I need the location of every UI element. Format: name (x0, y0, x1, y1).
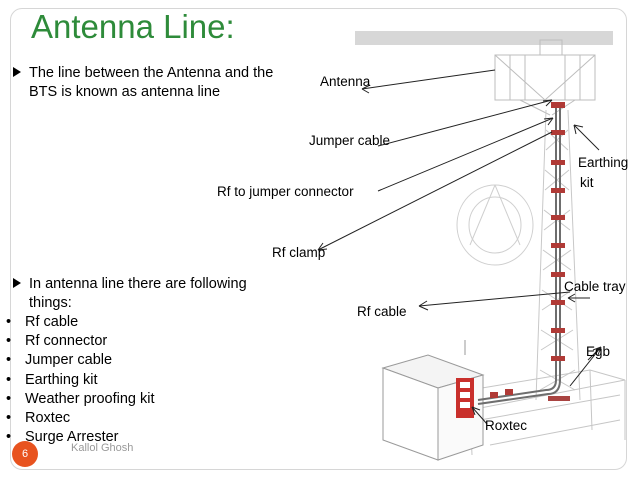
list-item: •Weather proofing kit (6, 390, 155, 409)
arrow-bullet-icon (13, 67, 21, 78)
list-item: •Rf cable (6, 313, 155, 332)
label-earthing-line1: Earthing (578, 155, 629, 170)
bullet-dot-icon: • (6, 352, 12, 369)
label-jumper-cable: Jumper cable (309, 133, 391, 148)
microwave-dish (456, 184, 534, 266)
label-rf-jumper-connector: Rf to jumper connector (217, 184, 354, 199)
slide-title: Antenna Line: (31, 8, 235, 45)
intro-line1: The line between the Antenna and the (29, 65, 274, 81)
bullet-dot-icon: • (6, 410, 12, 427)
label-roxtec: Roxtec (485, 418, 528, 433)
bullet-dot-icon: • (6, 314, 12, 330)
label-egb: Egb (586, 344, 611, 359)
list-item: •Surge Arrester (6, 428, 155, 447)
author-name: Kallol Ghosh (71, 442, 134, 454)
label-earthing-line2: kit (580, 175, 594, 190)
label-antenna: Antenna (320, 74, 371, 89)
list-item: •Roxtec (6, 409, 155, 428)
arrow-bullet-icon (13, 278, 21, 289)
egb-bar (548, 396, 570, 401)
label-cable-tray: Cable tray (564, 279, 626, 294)
header-bar (355, 31, 613, 45)
label-rf-clamp: Rf clamp (272, 245, 326, 260)
bullet-dot-icon: • (6, 333, 12, 350)
label-rf-cable: Rf cable (357, 304, 407, 319)
bts-panel (456, 378, 474, 418)
things-list: •Rf cable •Rf connector •Jumper cable •E… (6, 313, 155, 447)
list-item: •Earthing kit (6, 371, 155, 390)
callout-arrows (317, 69, 602, 425)
slide-frame (10, 8, 627, 470)
intro-bullet: The line between the Antenna and the BTS… (13, 64, 273, 102)
intro-line2: BTS is known as antenna line (29, 84, 221, 100)
page-number-badge: 6 (12, 441, 38, 467)
rf-cable-run (477, 108, 561, 405)
bullet-dot-icon: • (6, 371, 12, 388)
antenna-frame (494, 39, 596, 116)
rf-clamps (490, 102, 565, 398)
list-item: •Rf connector (6, 332, 155, 351)
list-item: •Jumper cable (6, 351, 155, 370)
things-bullet: In antenna line there are following thin… (13, 275, 247, 313)
things-line1: In antenna line there are following (29, 276, 247, 292)
bullet-dot-icon: • (6, 390, 12, 407)
things-line2: things: (29, 295, 72, 311)
bullet-dot-icon: • (6, 429, 12, 446)
